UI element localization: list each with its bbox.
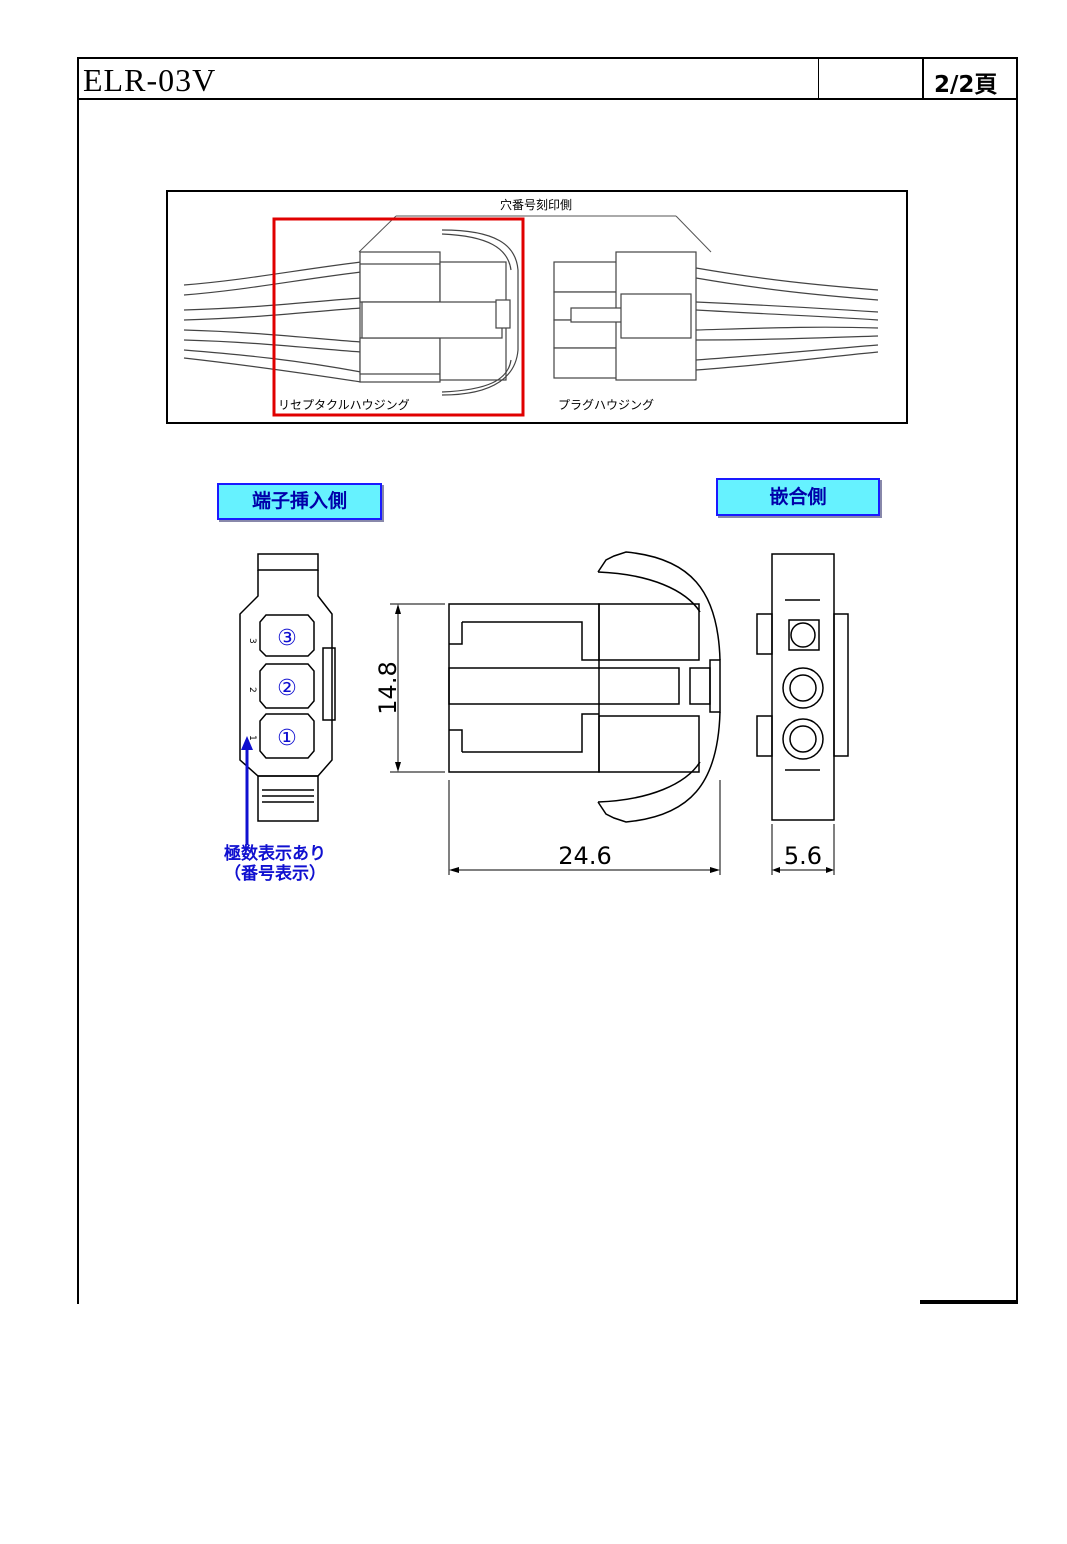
circled-number-1: ①: [277, 726, 297, 751]
circled-number-3: ③: [277, 626, 297, 651]
mating-side-label: 嵌合側: [716, 478, 880, 516]
receptacle-housing-label: リセプタクルハウジング: [278, 398, 410, 412]
width-dimension: 5.6: [784, 842, 822, 870]
pole-number-note: 極数表示あり （番号表示）: [200, 844, 350, 884]
circled-number-2: ②: [277, 676, 297, 701]
part-number-title: ELR-03V: [83, 62, 217, 98]
title-block: ELR-03V 2/2頁: [77, 57, 1018, 100]
plug-housing-label: プラグハウジング: [558, 398, 654, 412]
pole-note-line2: （番号表示）: [224, 864, 326, 884]
height-dimension: 14.8: [374, 661, 402, 714]
page-number: 2/2頁: [934, 72, 998, 98]
pin-number-3: 3: [247, 638, 257, 644]
header-divider: [818, 59, 819, 98]
terminal-insertion-side-label: 端子挿入側: [217, 483, 382, 520]
footer-bar: [920, 1300, 1018, 1304]
receptacle-highlight-box: [272, 217, 525, 417]
length-dimension: 24.6: [558, 842, 611, 870]
connector-illustration: 穴番号刻印側: [166, 190, 908, 424]
pin-number-1: 1: [247, 735, 257, 741]
engraved-side-label: 穴番号刻印側: [500, 197, 572, 212]
pin-number-2: 2: [247, 687, 257, 693]
pole-note-line1: 極数表示あり: [224, 844, 326, 864]
header-divider: [922, 59, 924, 98]
